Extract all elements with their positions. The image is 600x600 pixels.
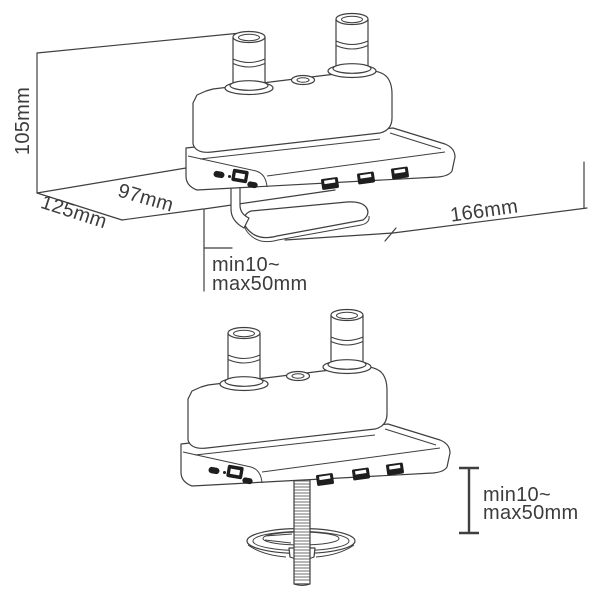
desk-thickness-bracket — [459, 466, 479, 535]
dimension-labels-bottom: min10~ max50mm — [483, 484, 578, 524]
desk-thickness-max-label: max50mm — [483, 502, 578, 524]
clamp-plate — [243, 201, 369, 239]
dim-width-label: 166mm — [449, 195, 520, 226]
dim-depth-label: 125mm — [38, 191, 110, 233]
desk-outline — [36, 32, 588, 292]
desk-thickness-min-label: min10~ — [212, 254, 280, 276]
desk-thickness-max-label: max50mm — [212, 273, 307, 295]
dim-height-label: 105mm — [12, 87, 34, 155]
dim-clamp-depth-label: 97mm — [115, 180, 176, 217]
grommet-slot — [264, 533, 293, 544]
grommet-plate-thickness — [247, 544, 355, 558]
mount-unit-bottom — [180, 308, 451, 487]
mount-unit-top — [185, 12, 456, 191]
clamp — [230, 184, 370, 243]
clamp-arm — [230, 184, 250, 229]
desk-thickness-min-label: min10~ — [483, 484, 551, 506]
clamp-plate-thickness — [243, 215, 370, 243]
grommet-assembly — [246, 477, 356, 586]
grommet-mount-view: min10~ max50mm — [180, 308, 578, 586]
threaded-rod — [293, 477, 311, 586]
clamp-mount-view: 105mm 125mm 97mm 166mm min10~ max50mm — [12, 12, 588, 295]
